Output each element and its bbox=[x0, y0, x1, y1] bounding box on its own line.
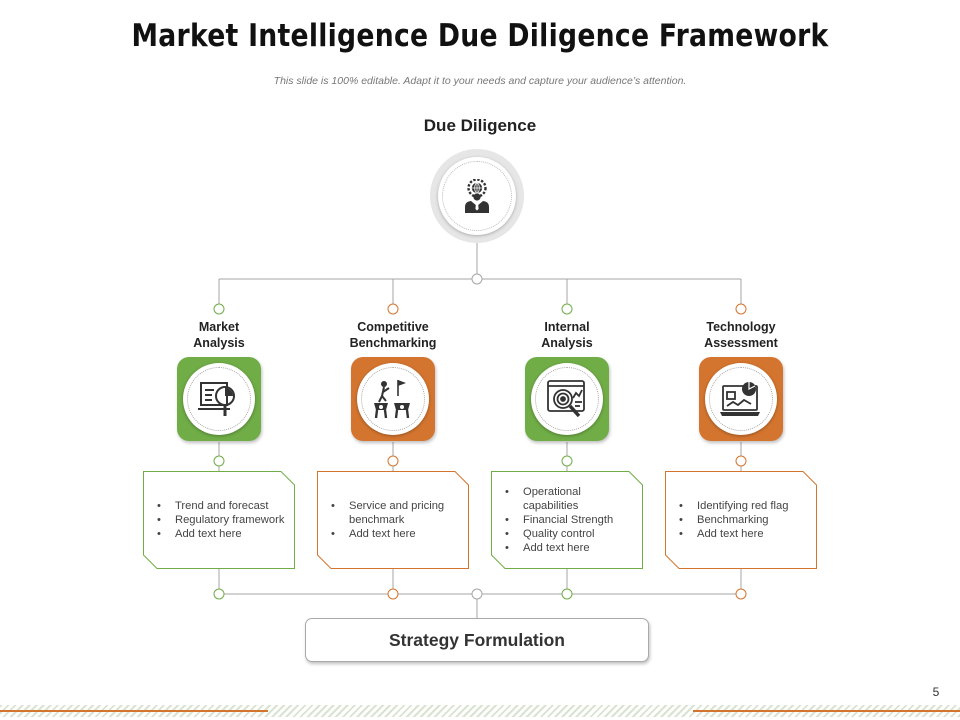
bullet-item: Service and pricing benchmark bbox=[331, 499, 459, 527]
tile-technology-assessment[interactable] bbox=[699, 357, 783, 441]
laptop-analytics-icon bbox=[720, 382, 760, 416]
businessman-globe-gear-icon bbox=[465, 179, 489, 213]
junction-node bbox=[735, 455, 747, 467]
footer-accent-line bbox=[693, 710, 960, 712]
tile-market-analysis[interactable] bbox=[177, 357, 261, 441]
climbers-flag-icon bbox=[374, 380, 410, 419]
slide-title: Market Intelligence Due Diligence Framew… bbox=[131, 18, 829, 54]
root-label: Due Diligence bbox=[423, 116, 537, 135]
bullet-item: Add text here bbox=[679, 527, 807, 541]
junction-node bbox=[387, 303, 399, 315]
junction-node bbox=[471, 588, 483, 600]
slide-subtitle: This slide is 100% editable. Adapt it to… bbox=[273, 75, 687, 87]
bullet-item: Operational capabilities bbox=[505, 485, 633, 513]
junction-node bbox=[387, 455, 399, 467]
junction-node bbox=[561, 455, 573, 467]
bullet-item: Financial Strength bbox=[505, 513, 633, 527]
bullet-list: Operational capabilities Financial Stren… bbox=[505, 471, 633, 569]
bullet-list: Trend and forecast Regulatory framework … bbox=[157, 471, 285, 569]
card-competitive-benchmarking: Service and pricing benchmark Add text h… bbox=[317, 471, 469, 569]
bullet-item: Add text here bbox=[505, 541, 633, 555]
footer-band bbox=[0, 705, 960, 717]
junction-node bbox=[561, 588, 573, 600]
footer-accent-line bbox=[0, 710, 268, 712]
bullet-item: Add text here bbox=[157, 527, 285, 541]
bullet-list: Service and pricing benchmark Add text h… bbox=[331, 471, 459, 569]
bullet-item: Regulatory framework bbox=[157, 513, 285, 527]
junction-node bbox=[213, 455, 225, 467]
card-market-analysis: Trend and forecast Regulatory framework … bbox=[143, 471, 295, 569]
bullet-list: Identifying red flag Benchmarking Add te… bbox=[679, 471, 807, 569]
root-junction-node bbox=[471, 273, 483, 285]
junction-node bbox=[735, 588, 747, 600]
card-technology-assessment: Identifying red flag Benchmarking Add te… bbox=[665, 471, 817, 569]
junction-node bbox=[213, 588, 225, 600]
bullet-item: Benchmarking bbox=[679, 513, 807, 527]
bullet-item: Trend and forecast bbox=[157, 499, 285, 513]
tile-internal-analysis[interactable] bbox=[525, 357, 609, 441]
root-node[interactable] bbox=[430, 149, 524, 243]
bullet-item: Add text here bbox=[331, 527, 459, 541]
junction-node bbox=[561, 303, 573, 315]
junction-node bbox=[735, 303, 747, 315]
bullet-item: Quality control bbox=[505, 527, 633, 541]
strategy-formulation-box[interactable]: Strategy Formulation bbox=[305, 618, 649, 662]
card-internal-analysis: Operational capabilities Financial Stren… bbox=[491, 471, 643, 569]
page-number: 5 bbox=[932, 685, 940, 699]
target-magnifier-icon bbox=[547, 380, 585, 418]
junction-node bbox=[213, 303, 225, 315]
tile-competitive-benchmarking[interactable] bbox=[351, 357, 435, 441]
presentation-magnifier-icon bbox=[198, 382, 235, 416]
junction-node bbox=[387, 588, 399, 600]
bullet-item: Identifying red flag bbox=[679, 499, 807, 513]
